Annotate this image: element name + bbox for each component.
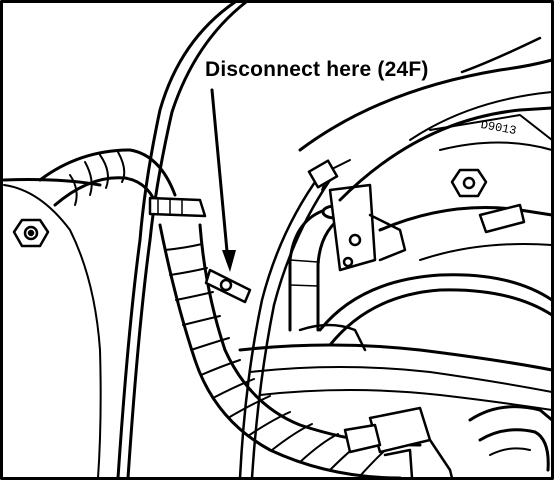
retaining-clip [478, 203, 526, 234]
callout-label: Disconnect here (24F) [205, 58, 429, 81]
control-cable [116, 0, 237, 480]
upper-hose [38, 148, 177, 212]
crossover-hose [318, 273, 554, 332]
vacuum-connector [204, 268, 252, 304]
lower-connector [343, 406, 454, 480]
fender-nut [12, 218, 50, 248]
valve-cover [238, 343, 554, 472]
hose-clamp [148, 196, 207, 218]
crossover-hose-edge [328, 288, 554, 347]
callout-leader [210, 36, 542, 272]
arrow-head [222, 250, 236, 272]
fender-contour [3, 184, 102, 479]
housing-nut [450, 168, 488, 198]
small-tube [298, 323, 367, 352]
mounting-bracket [328, 183, 407, 272]
